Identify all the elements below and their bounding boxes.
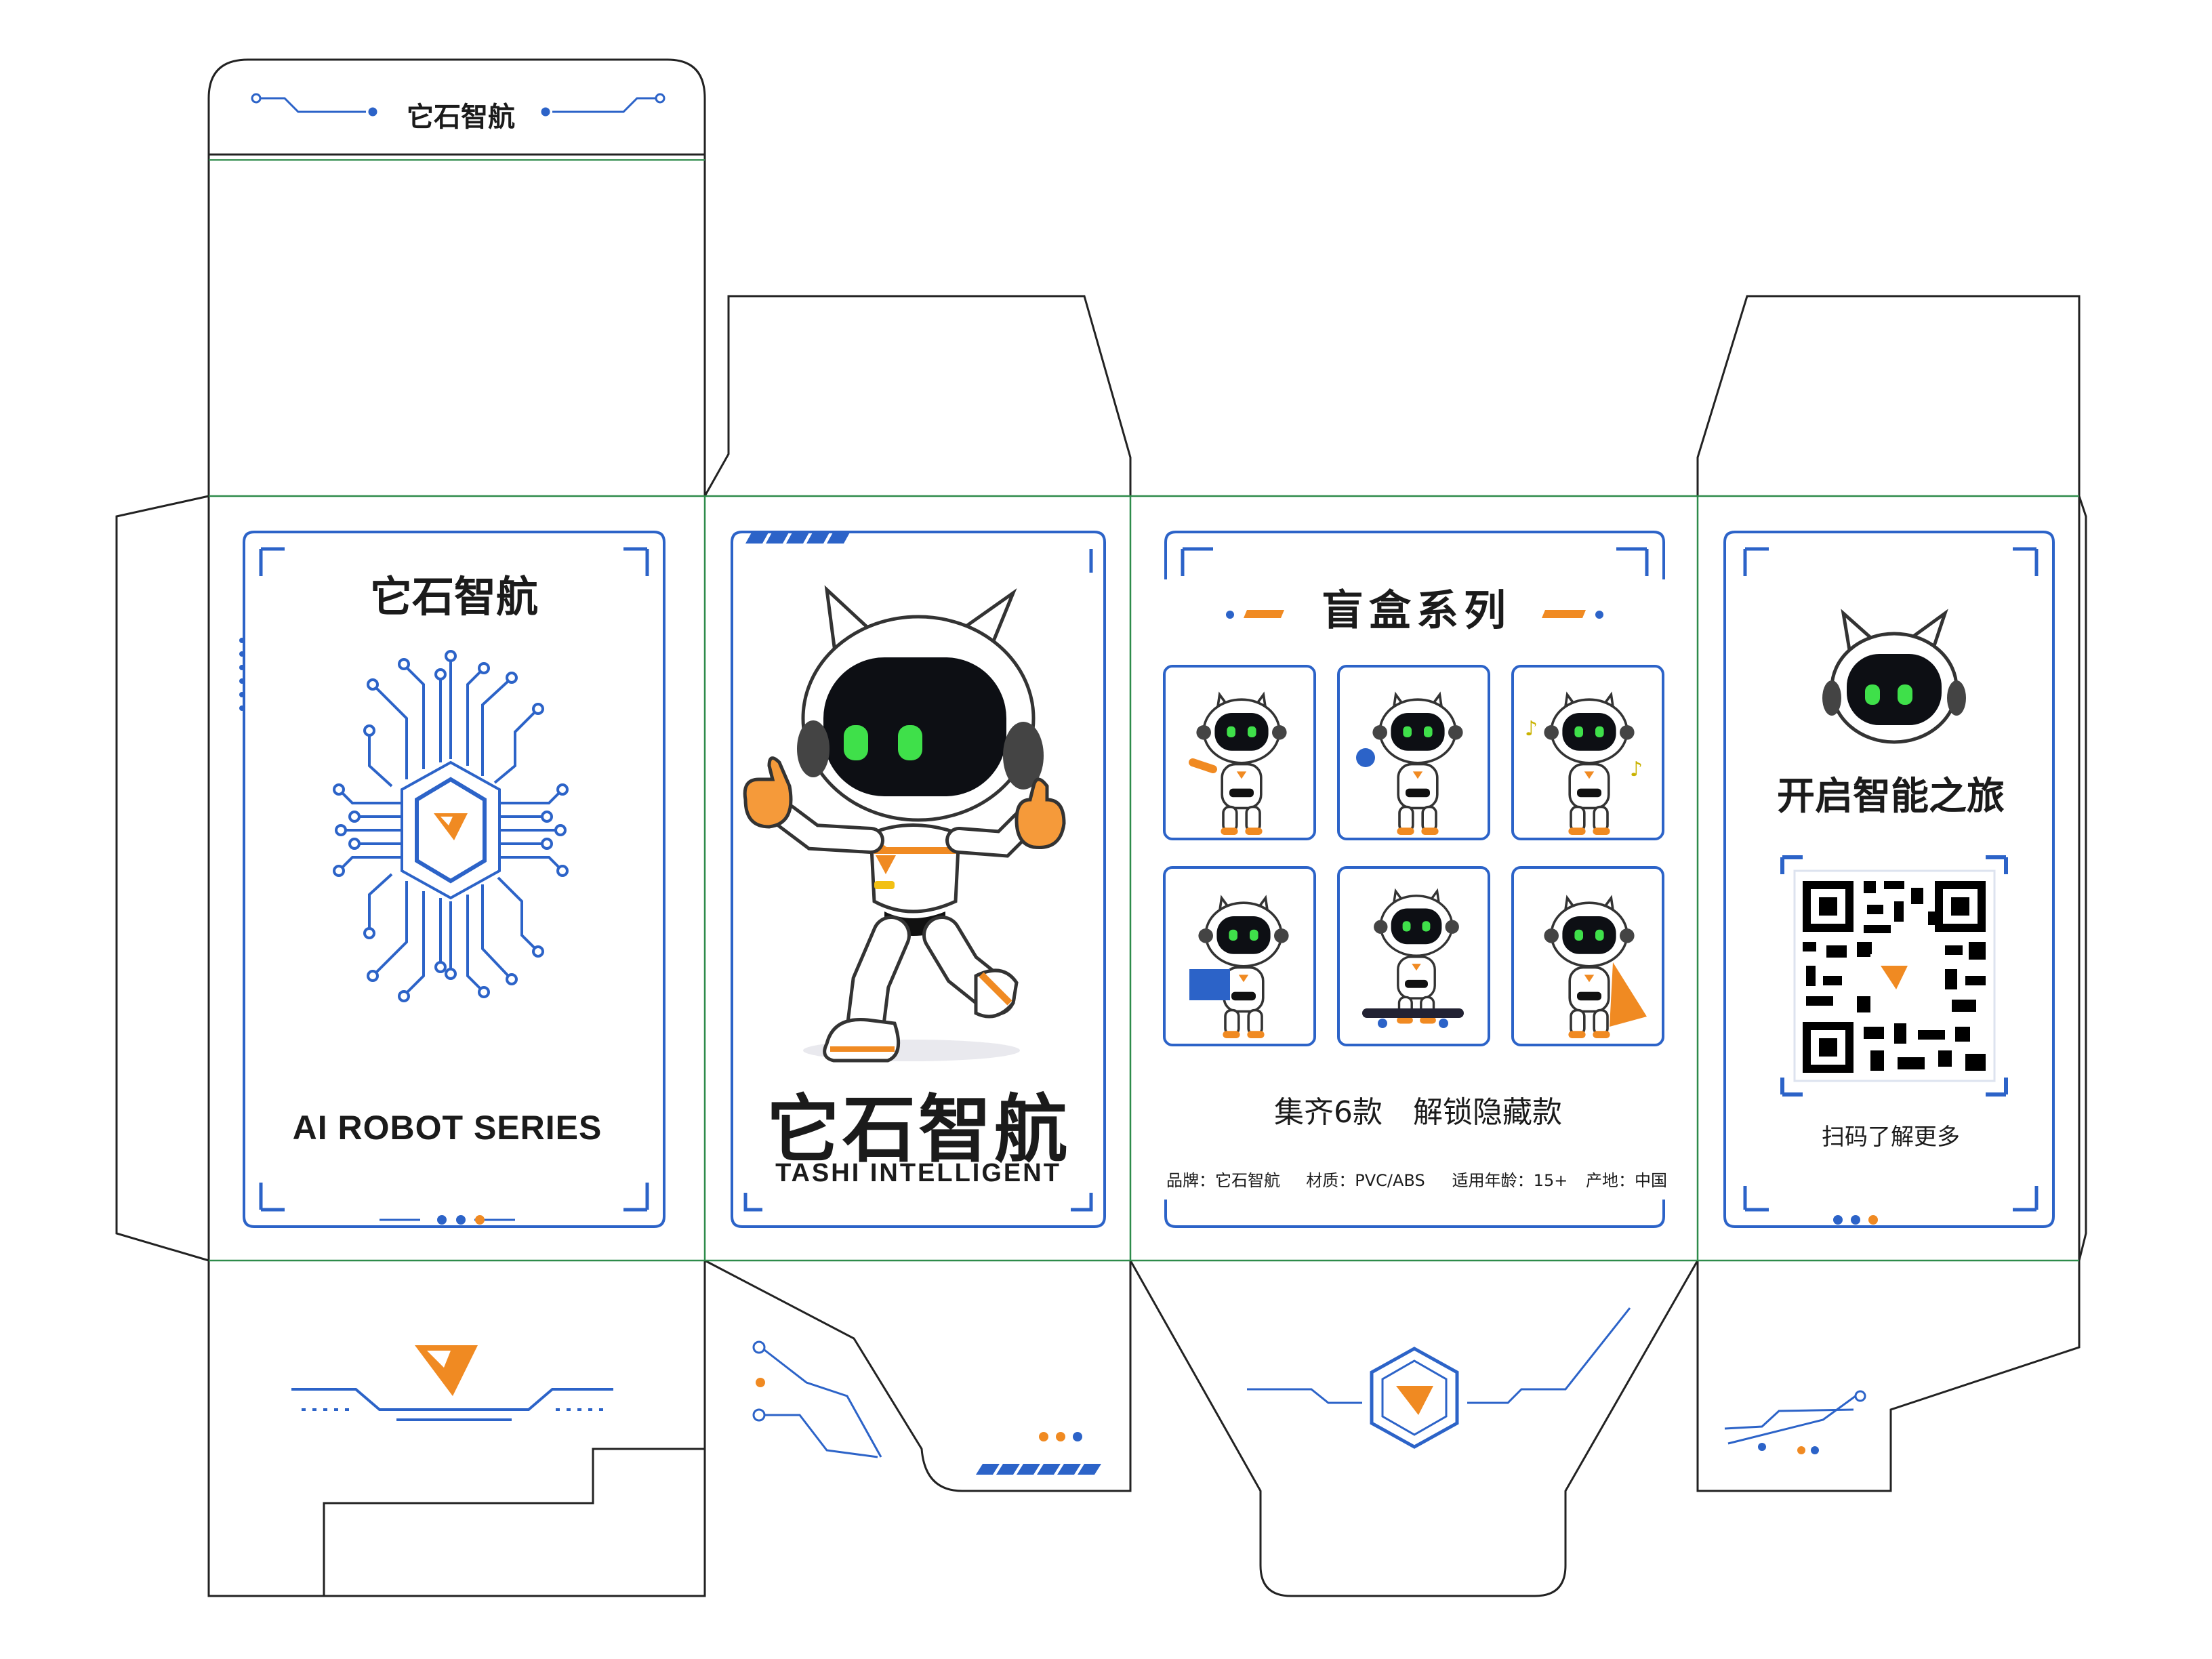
svg-text:♪: ♪ <box>1630 758 1643 781</box>
top-flap-title: 它石智航 <box>407 102 515 133</box>
front-panel-frame <box>731 531 1106 1228</box>
front-panel-subtitle: TASHI INTELLIGENT <box>775 1159 1061 1187</box>
bottom-back-decor <box>1724 1390 1866 1454</box>
spec-age: 适用年龄：15+ <box>1452 1171 1568 1190</box>
qr-code[interactable] <box>1780 855 2008 1097</box>
bottom-left-lines <box>291 1388 613 1421</box>
series-panel-frame <box>1164 531 1665 1228</box>
front-stripes-decor <box>745 531 851 544</box>
bottom-front-dots <box>976 1432 1101 1475</box>
robot-mascot-thumbs-up <box>743 585 1066 1063</box>
robot-music-notes-icon: ♪ ♪ <box>1525 693 1643 836</box>
spec-origin: 产地：中国 <box>1586 1171 1667 1190</box>
series-tagline-b: 解锁隐藏款 <box>1413 1095 1562 1130</box>
cut-lines <box>115 58 2087 1597</box>
bottom-hex-logo-icon <box>1247 1307 1631 1449</box>
circuit-chip-logo-icon <box>333 650 569 1002</box>
back-panel-heading: 开启智能之旅 <box>1777 775 2005 819</box>
spec-brand: 品牌：它石智航 <box>1166 1171 1280 1190</box>
svg-text:♪: ♪ <box>1525 717 1538 741</box>
left-panel-side-dots <box>239 638 245 711</box>
robot-skateboard-icon <box>1362 890 1464 1028</box>
robot-cape-icon <box>1542 897 1647 1040</box>
orange-logo-icon <box>434 813 468 840</box>
robot-holding-orb-icon <box>1356 693 1465 836</box>
qr-caption: 扫码了解更多 <box>1822 1124 1960 1151</box>
left-panel-subtitle: AI ROBOT SERIES <box>292 1109 602 1147</box>
back-panel-frame <box>1723 531 2055 1228</box>
series-heading: 盲盒系列 <box>1321 586 1511 635</box>
spec-material: 材质：PVC/ABS <box>1306 1171 1425 1190</box>
fold-lines <box>209 159 2079 1262</box>
series-tagline-a: 集齐6款 <box>1274 1095 1382 1130</box>
left-panel-frame <box>243 531 665 1228</box>
robot-head-icon <box>1822 609 1966 744</box>
robot-reading-book-icon <box>1189 897 1290 1040</box>
bottom-front-decor <box>752 1340 882 1458</box>
series-heading-decor <box>1226 610 1603 619</box>
top-flap-decor <box>251 93 665 117</box>
back-panel-dots <box>1833 1215 1878 1225</box>
robot-waving-icon <box>1189 693 1288 836</box>
left-panel-title: 它石智航 <box>369 572 538 621</box>
left-panel-dots <box>437 1215 485 1225</box>
bottom-left-logo-icon <box>415 1345 478 1396</box>
front-panel-title: 它石智航 <box>766 1088 1070 1172</box>
